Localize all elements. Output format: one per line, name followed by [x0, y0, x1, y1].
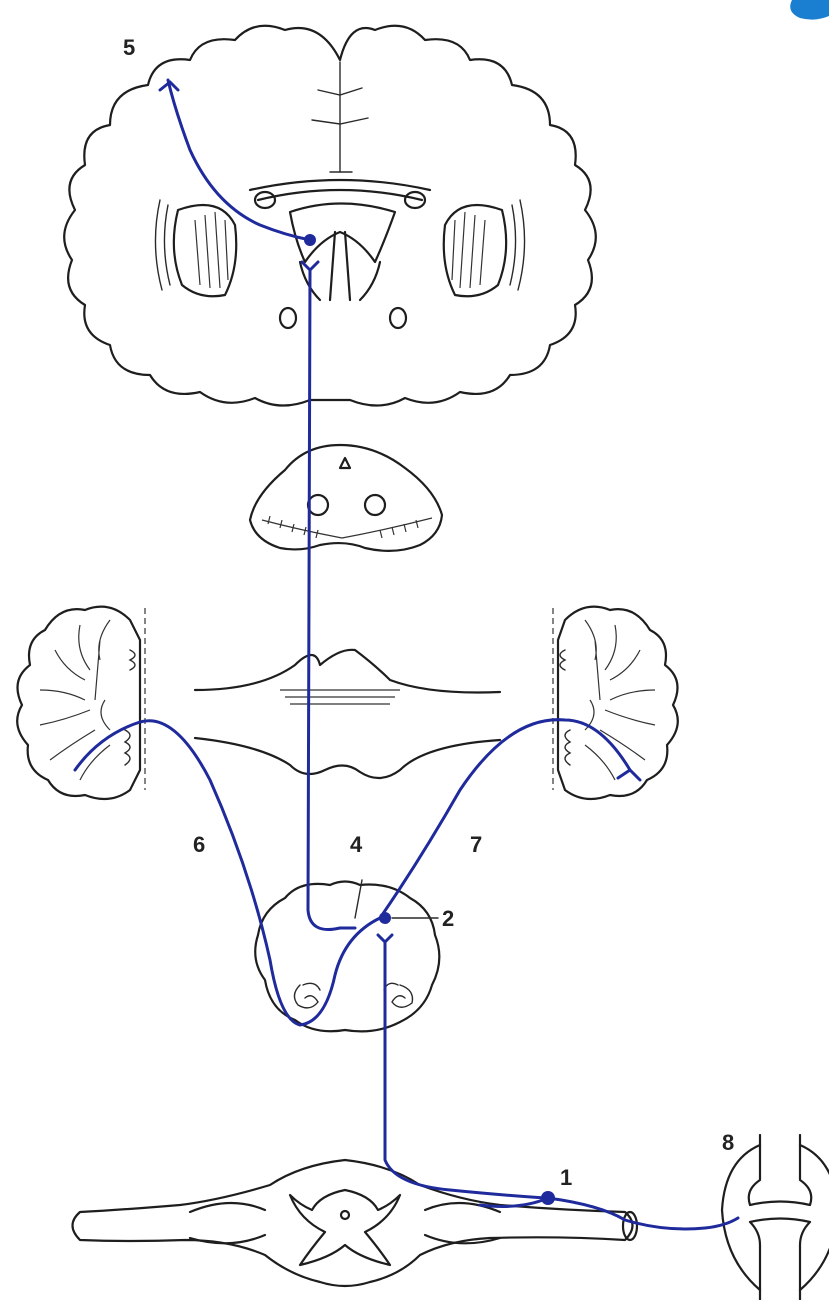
pontine-fibers: [280, 690, 400, 704]
pons-section: [195, 650, 500, 778]
label-4: 4: [350, 832, 363, 857]
pathway-cortical: [168, 80, 310, 240]
right-dentate-top: [560, 650, 565, 670]
inferior-olive-left: [294, 983, 320, 1008]
left-dentate-nucleus: [125, 730, 130, 765]
aqueduct: [340, 458, 350, 468]
thalamic-neuron: [304, 234, 316, 246]
striation-left: [195, 212, 228, 288]
corner-badge-icon: [790, 0, 829, 20]
right-cerebellum-outline: [558, 607, 678, 799]
mammillary-body-left: [280, 308, 296, 328]
label-1: 1: [560, 1165, 572, 1190]
insula-left: [155, 200, 162, 290]
left-folia: [40, 620, 110, 780]
pons-lower-contour: [195, 738, 500, 778]
pathway-tract-7-branch: [618, 770, 640, 780]
neuron-2: [379, 912, 391, 924]
spinal-cord-section: [73, 1160, 638, 1286]
internal-capsule-right: [360, 262, 380, 300]
label-8: 8: [722, 1130, 734, 1155]
corpus-callosum: [250, 180, 430, 200]
left-dentate-top: [130, 650, 135, 670]
pons-upper-contour: [195, 650, 500, 693]
mammillary-body-right: [390, 308, 406, 328]
pathway-tract-7: [380, 720, 630, 918]
lateral-ventricles: [290, 204, 395, 263]
left-cerebellum: [17, 607, 145, 799]
red-nucleus-left: [308, 495, 328, 515]
insula-right: [518, 200, 525, 290]
substantia-nigra: [262, 518, 432, 538]
leader-line-4: [355, 880, 362, 918]
insula-left-2: [164, 205, 170, 285]
label-5: 5: [123, 35, 135, 60]
right-dentate-nucleus: [565, 730, 570, 765]
gray-matter: [290, 1190, 400, 1265]
spinal-cord-outline: [73, 1160, 633, 1286]
insula-right-2: [510, 205, 516, 285]
label-2: 2: [442, 906, 454, 931]
label-6: 6: [193, 832, 205, 857]
brain-outline: [64, 26, 596, 406]
brain-coronal-section: [64, 26, 596, 406]
pathway-spinal: [385, 942, 545, 1198]
joint-bone-lower: [750, 1219, 810, 1301]
pathway-central-process: [480, 1198, 548, 1206]
third-ventricle: [330, 232, 350, 300]
pathway-peripheral: [548, 1198, 738, 1229]
red-nucleus-right: [365, 495, 385, 515]
central-canal: [341, 1211, 349, 1219]
dorsal-root-left: [190, 1203, 265, 1243]
label-7: 7: [470, 832, 482, 857]
pathway-ascending-trunk: [308, 270, 340, 930]
right-cerebellum: [553, 607, 678, 799]
striation-right: [452, 212, 485, 288]
inferior-olive-right: [384, 983, 413, 1007]
brainstem-section: [250, 445, 442, 551]
